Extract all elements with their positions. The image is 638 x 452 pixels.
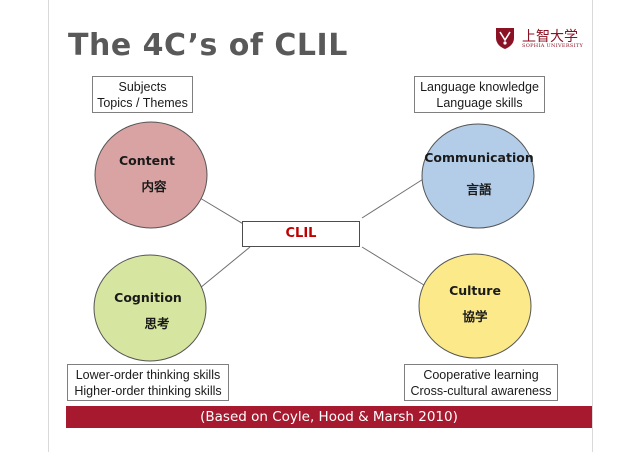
logo-subtitle: SOPHIA UNIVERSITY [522, 43, 584, 49]
cognition-label-group: Cognition 思考 [108, 290, 188, 332]
content-ellipse [94, 121, 208, 229]
content-note-line-1: Subjects [118, 80, 167, 94]
communication-label: Communication [424, 150, 534, 165]
content-label-group: Content 内容 [112, 153, 182, 195]
content-note: Subjects Topics / Themes [92, 76, 193, 113]
left-rule-divider [48, 0, 49, 452]
right-rule-divider [592, 0, 593, 452]
cognition-label: Cognition [114, 290, 182, 305]
content-label: Content [119, 153, 175, 168]
culture-note-line-1: Cooperative learning [423, 368, 539, 382]
communication-note: Language knowledge Language skills [414, 76, 545, 113]
culture-label: Culture [449, 283, 501, 298]
culture-label-group: Culture 協学 [440, 283, 510, 325]
cognition-note: Lower-order thinking skills Higher-order… [67, 364, 229, 401]
communication-label-group: Communication 言語 [423, 150, 535, 198]
cognition-note-line-1: Lower-order thinking skills [75, 368, 221, 382]
culture-note: Cooperative learning Cross-cultural awar… [404, 364, 558, 401]
communication-label-jp: 言語 [466, 182, 492, 197]
connector-communication [361, 175, 429, 219]
slide-title: The 4C’s of CLIL [68, 28, 348, 63]
connector-culture [361, 246, 433, 291]
citation-footer: (Based on Coyle, Hood & Marsh 2010) [66, 406, 592, 428]
communication-note-line-1: Language knowledge [420, 80, 539, 94]
university-logo: 上智大学 SOPHIA UNIVERSITY [494, 26, 583, 50]
culture-label-jp: 協学 [462, 309, 488, 324]
cognition-label-jp: 思考 [144, 316, 170, 331]
connector-cognition [199, 246, 251, 289]
crest-icon [496, 28, 514, 49]
cognition-note-line-2: Higher-order thinking skills [74, 384, 222, 398]
cognition-ellipse [93, 254, 207, 362]
communication-ellipse [421, 123, 535, 229]
content-label-jp: 内容 [141, 179, 167, 194]
culture-ellipse [418, 253, 532, 359]
logo-wordmark: 上智大学 [522, 29, 578, 45]
content-note-line-2: Topics / Themes [97, 96, 188, 110]
clil-center-box: CLIL [242, 221, 360, 247]
communication-note-line-2: Language skills [436, 96, 523, 110]
culture-note-line-2: Cross-cultural awareness [410, 384, 552, 398]
